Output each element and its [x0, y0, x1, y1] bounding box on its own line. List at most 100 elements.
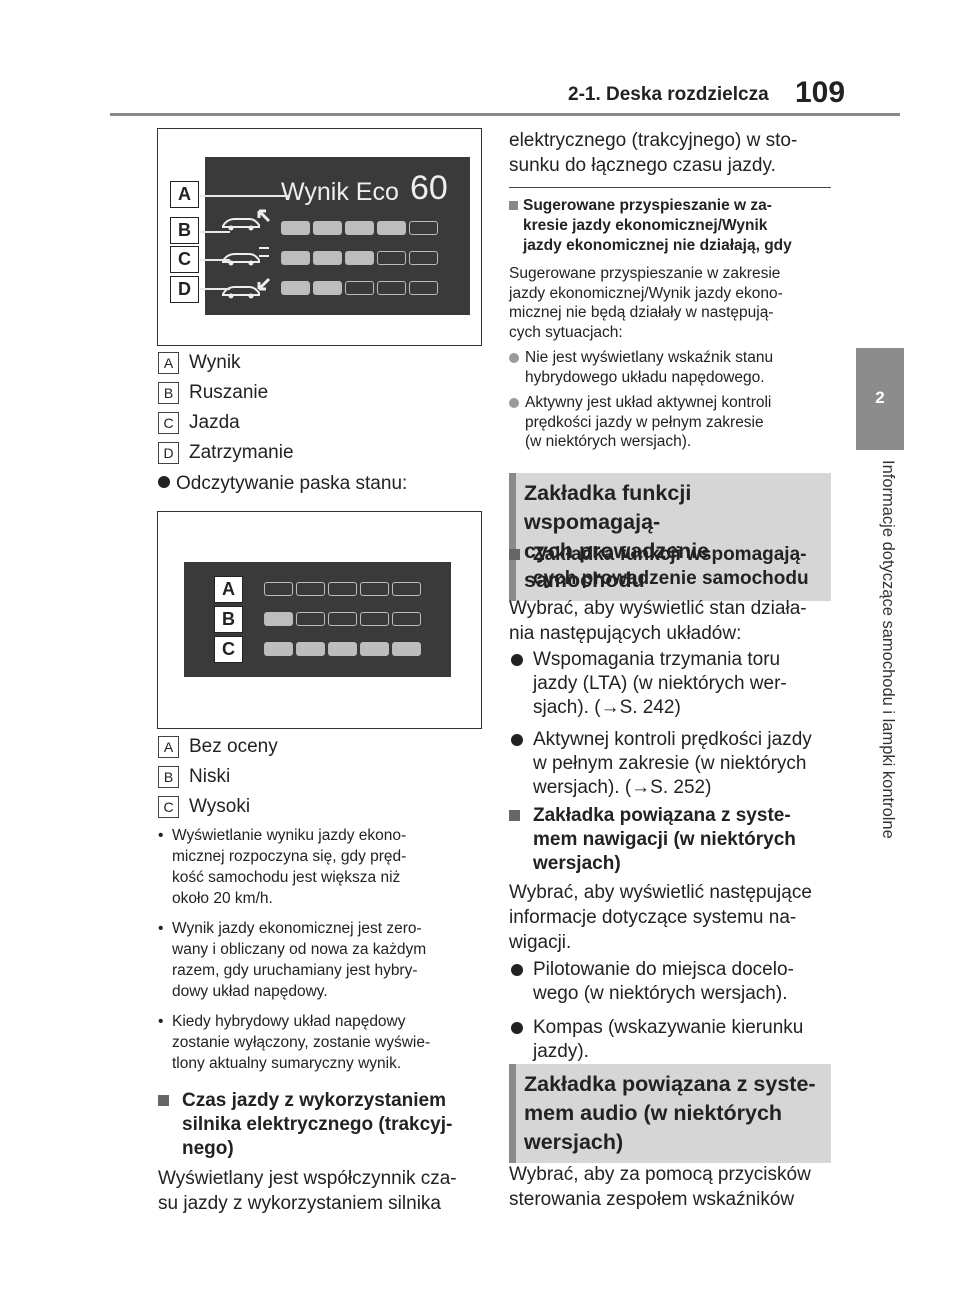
bullet-icon: [158, 476, 170, 488]
bullet-icon: [511, 734, 523, 746]
level-segment: [345, 221, 374, 235]
chapter-number: 2: [875, 388, 885, 407]
notes-list: • Wyświetlanie wyniku jazdy ekono-miczne…: [158, 825, 488, 1074]
body-line: sterowania zespołem wskaźników: [509, 1189, 795, 1210]
info-heading-line: kresie jazdy ekonomicznej/Wynik: [523, 217, 768, 234]
audio-intro: Wybrać, aby za pomocą przycisków sterowa…: [509, 1162, 849, 1212]
callout-b: B: [214, 606, 243, 633]
status-bar-figure: A B C: [157, 511, 482, 729]
level-segment: [313, 221, 342, 235]
status-bar-heading-text: Odczytywanie paska stanu:: [176, 473, 408, 494]
bullet-icon: [509, 353, 519, 363]
section-banner-audio: Zakładka powiązana z syste- mem audio (w…: [509, 1064, 831, 1163]
level-segment: [281, 281, 310, 295]
status-bar-heading: Odczytywanie paska stanu:: [158, 472, 407, 496]
bullet-icon: [509, 398, 519, 408]
info-bullet-line: prędkości jazdy w pełnym zakresie: [525, 413, 764, 431]
legend-text: Jazda: [189, 412, 240, 433]
legend-key: A: [158, 736, 179, 758]
info-heading-line: jazdy ekonomicznej nie działają, gdy: [523, 237, 792, 254]
legend-key: A: [158, 352, 179, 374]
body-line: Wyświetlany jest współczynnik cza-: [158, 1168, 457, 1189]
square-bullet-icon: [158, 1095, 169, 1106]
body-line: sunku do łącznego czasu jazdy.: [509, 155, 776, 176]
driving-assist-bullets: Wspomagania trzymania toru jazdy (LTA) (…: [509, 648, 839, 800]
legend-key: B: [158, 766, 179, 788]
level-segment: [360, 582, 389, 596]
level-segment: [313, 281, 342, 295]
leader-line-b: [200, 231, 230, 233]
level-segment: [377, 251, 406, 265]
bullet-item: Wspomagania trzymania toru jazdy (LTA) (…: [509, 648, 839, 720]
info-bullet: Nie jest wyświetlany wskaźnik stanu hybr…: [509, 348, 839, 387]
info-body-line: micznej nie będą działały w następują-: [509, 304, 774, 321]
level-segment: [409, 221, 438, 235]
subheading-line: cych prowadzenie samochodu: [533, 568, 809, 589]
bullet-icon: [511, 654, 523, 666]
note-line: kość samochodu jest większa niż: [172, 869, 401, 886]
info-box-heading: Sugerowane przyspieszanie w za- kresie j…: [509, 196, 839, 256]
ev-heading-line: nego): [182, 1138, 234, 1159]
ev-time-body-right: elektrycznego (trakcyjnego) w sto- sunku…: [509, 128, 839, 178]
bullet-item: Aktywnej kontroli prędkości jazdy w pełn…: [509, 728, 839, 800]
eco-score-figure: Wynik Eco 60 A B C D: [157, 128, 482, 346]
level-segment: [296, 612, 325, 626]
level-segment: [328, 642, 357, 656]
chapter-title-vertical: Informacje dotyczące samochodu i lampki …: [879, 460, 897, 839]
level-segment: [264, 642, 293, 656]
callout-d: D: [170, 276, 199, 303]
bullet-line: Wspomagania trzymania toru: [533, 649, 781, 670]
subheading-line: mem nawigacji (w niektórych: [533, 829, 796, 850]
eco-score-value: 60: [410, 169, 448, 207]
info-heading-line: Sugerowane przyspieszanie w za-: [523, 197, 772, 214]
square-bullet-icon: [509, 201, 518, 210]
note-line: Wyświetlanie wyniku jazdy ekono-: [172, 827, 407, 844]
legend-text: Zatrzymanie: [189, 442, 294, 463]
note-line: wany i obliczany od nowa za każdym: [172, 941, 427, 958]
note-line: tlony aktualny sumaryczny wynik.: [172, 1055, 402, 1072]
level-segment: [360, 612, 389, 626]
level-segment: [264, 582, 293, 596]
callout-b: B: [170, 217, 199, 244]
level-segment: [409, 281, 438, 295]
header-rule: [110, 113, 900, 116]
level-segment: [345, 251, 374, 265]
callout-c: C: [214, 636, 243, 663]
bullet-line: wersjach). (→S. 252): [533, 777, 712, 798]
note-line: micznej rozpoczyna się, gdy pręd-: [172, 848, 407, 865]
bullet-item: Kompas (wskazywanie kierunku jazdy).: [509, 1016, 839, 1064]
body-line: wigacji.: [509, 932, 572, 953]
legend-text: Ruszanie: [189, 382, 269, 403]
info-bullet: Aktywny jest układ aktywnej kontroli prę…: [509, 393, 839, 452]
eco-score-bars: [281, 157, 461, 315]
level-segment: [281, 251, 310, 265]
status-bar-screen: A B C: [184, 562, 451, 677]
note-line: dowy układ napędowy.: [172, 983, 328, 1000]
legend-key: C: [158, 796, 179, 818]
level-segment: [296, 582, 325, 596]
legend-key: D: [158, 442, 179, 464]
note-bullet: •: [158, 920, 164, 937]
level-segment: [328, 612, 357, 626]
leader-line-d: [200, 288, 230, 290]
banner-line: wersjach): [524, 1130, 624, 1154]
square-bullet-icon: [509, 549, 520, 560]
bullet-icon: [511, 1022, 523, 1034]
body-line: Wybrać, aby za pomocą przycisków: [509, 1164, 811, 1185]
body-line: nia następujących układów:: [509, 623, 742, 644]
car-accelerate-icon: [222, 209, 271, 231]
banner-line: cych prowadzenie samochodu: [524, 539, 710, 592]
info-bullet-line: Nie jest wyświetlany wskaźnik stanu: [525, 349, 774, 366]
info-bullet-line: Aktywny jest układ aktywnej kontroli: [525, 394, 772, 411]
bullet-line: Kompas (wskazywanie kierunku: [533, 1017, 804, 1038]
bullet-item: Pilotowanie do miejsca docelo- wego (w n…: [509, 958, 839, 1006]
driving-assist-subheading: Zakładka funkcji wspomagają- cych prowad…: [509, 543, 839, 591]
legend-text: Wynik: [189, 352, 241, 373]
square-bullet-icon: [509, 810, 520, 821]
subheading-line: Zakładka funkcji wspomagają-: [533, 544, 807, 565]
note-item: • Wyświetlanie wyniku jazdy ekono-miczne…: [158, 825, 488, 909]
note-bullet: •: [158, 1013, 164, 1030]
level-segment: [328, 582, 357, 596]
bullet-line: Aktywnej kontroli prędkości jazdy: [533, 729, 812, 750]
